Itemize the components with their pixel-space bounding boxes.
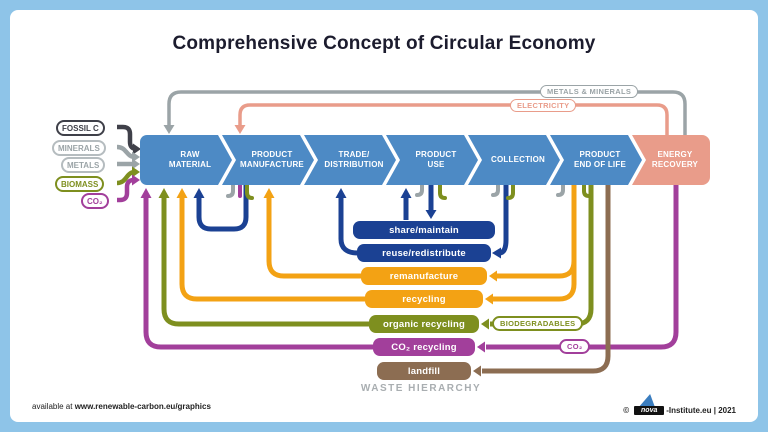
use-to-share-line (425, 185, 437, 219)
waste-hierarchy-caption: WASTE HIERARCHY (360, 383, 482, 394)
metals-minerals-return-line (163, 90, 687, 137)
input-tag-biomass: BIOMASS (55, 176, 105, 192)
stage-label: PRODUCT END OF LIFE (574, 150, 626, 169)
tag-metals-and-minerals: METALS & MINERALS (540, 85, 639, 98)
loop-organic-recycling: organic recycling (369, 315, 479, 333)
tag-electricity: ELECTRICITY (510, 99, 577, 112)
manufacture-to-raw-u-line (193, 185, 249, 232)
nova-logo-wordmark: nova (634, 406, 665, 415)
nova-institute-logo: nova (634, 394, 665, 415)
endoflife-to-landfill-line (473, 185, 611, 377)
collection-to-reuse-line (492, 185, 509, 259)
tag-biodegradables: BIODEGRADABLES (492, 316, 584, 331)
stage-product-manufacture: PRODUCT MANUFACTURE (222, 135, 314, 185)
endoflife-to-remanufacture-line (489, 260, 577, 282)
footer-credit-suffix: -Institute.eu | 2021 (666, 406, 736, 415)
tag-co2-side: CO₂ (559, 339, 591, 354)
stage-label: TRADE/ DISTRIBUTION (324, 150, 384, 169)
chevron-drain-stubs (226, 183, 591, 200)
stage-label: RAW MATERIAL (168, 150, 212, 169)
copyright-symbol: © (623, 406, 630, 415)
stage-label: PRODUCT USE (415, 150, 457, 169)
footer-availability: available at www.renewable-carbon.eu/gra… (32, 402, 211, 411)
footer-available-prefix: available at (32, 402, 75, 411)
minerals-input-arrow (116, 144, 140, 163)
input-tag-fossil-c: FOSSIL C (56, 120, 105, 136)
remanufacture-to-manufacture-line (263, 188, 363, 279)
input-tag-metals: METALS (61, 157, 106, 173)
loop-recycling: recycling (365, 290, 483, 308)
input-tag-minerals: MINERALS (52, 140, 106, 156)
electricity-arrowhead (234, 125, 246, 134)
stage-label: PRODUCT MANUFACTURE (240, 150, 304, 169)
biomass-input-arrow (116, 166, 140, 186)
stage-trade-distribution: TRADE/ DISTRIBUTION (304, 135, 396, 185)
fossil-c-input-arrow (117, 124, 141, 155)
co2-input-arrow (117, 174, 140, 203)
loop-landfill: landfill (377, 362, 471, 380)
stage-label: COLLECTION (491, 155, 545, 165)
page-title: Comprehensive Concept of Circular Econom… (172, 33, 596, 54)
input-tag-co2: CO₂ (81, 193, 109, 209)
footer-url: www.renewable-carbon.eu/graphics (74, 402, 211, 411)
share-to-use-line (400, 188, 412, 220)
stage-collection: COLLECTION (468, 135, 560, 185)
loop-remanufacture: remanufacture (361, 267, 487, 285)
co2-recycling-to-raw-line (140, 188, 375, 350)
electricity-return-line (234, 103, 669, 137)
energy-to-co2-recycling-line (477, 185, 679, 353)
reuse-to-trade-line (335, 188, 359, 256)
recycling-to-raw-line (176, 188, 367, 302)
organic-recycling-to-raw-line (158, 188, 371, 327)
loop-reuse-redistribute: reuse/redistribute (357, 244, 491, 262)
stage-label: ENERGY RECOVERY (651, 150, 699, 169)
loop-co2-recycling: CO₂ recycling (373, 338, 475, 356)
stage-product-use: PRODUCT USE (386, 135, 478, 185)
stage-raw-material: RAW MATERIAL (140, 135, 232, 185)
metals-minerals-arrowhead (163, 125, 175, 134)
stage-product-end-of-life: PRODUCT END OF LIFE (550, 135, 642, 185)
loop-share-maintain: share/maintain (353, 221, 495, 239)
footer-credit: © nova -Institute.eu | 2021 (623, 394, 736, 415)
metals-input-arrow (117, 158, 140, 170)
endoflife-to-recycling-line (485, 185, 577, 305)
